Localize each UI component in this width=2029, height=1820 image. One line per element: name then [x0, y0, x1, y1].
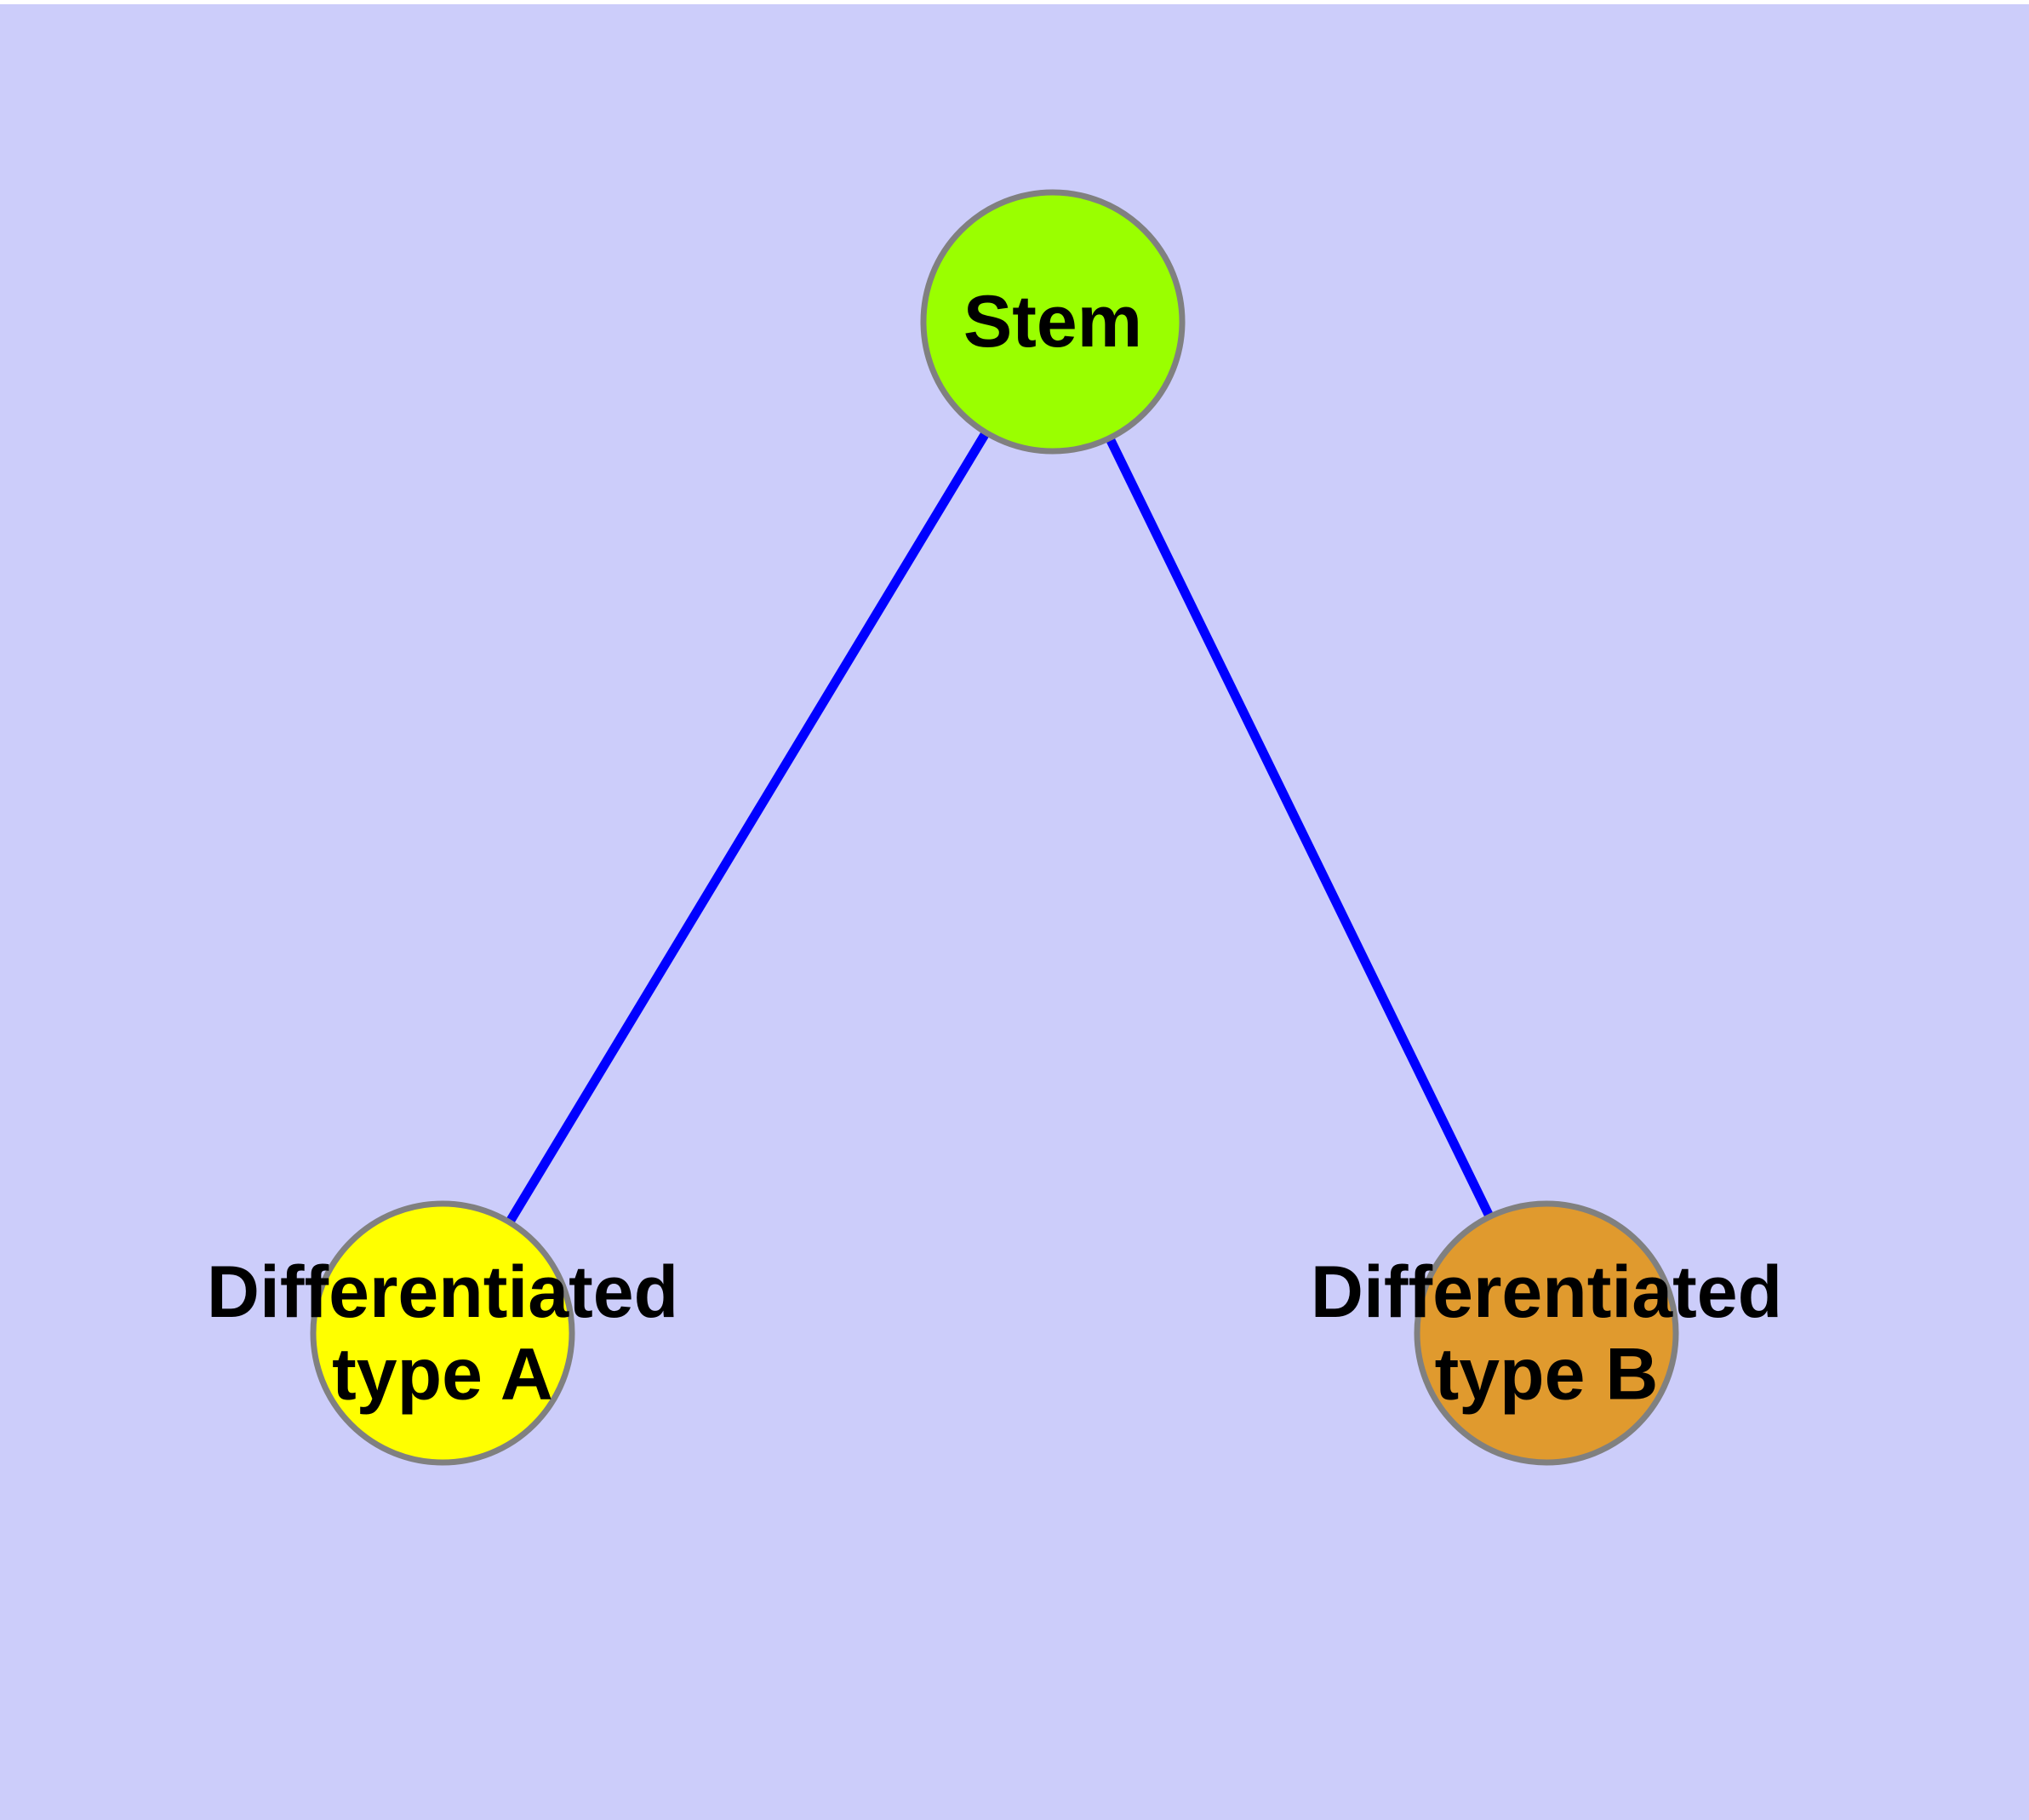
node-diff-b-label-line2: type B — [1435, 1334, 1659, 1416]
node-diff-a-label-line1: Differentiated — [207, 1251, 678, 1333]
node-diff-a[interactable]: Differentiated type A — [207, 1200, 678, 1466]
node-stem-circle[interactable] — [920, 189, 1186, 455]
node-diff-b-label-line1: Differentiated — [1311, 1251, 1782, 1333]
edge-layer — [438, 319, 1551, 1336]
node-layer: Stem Differentiated type A Differentiate… — [207, 189, 1782, 1466]
node-diff-b[interactable]: Differentiated type B — [1311, 1200, 1782, 1466]
node-diff-a-circle[interactable] — [310, 1200, 575, 1466]
node-diff-a-label-line2: type A — [332, 1334, 553, 1416]
node-stem-label-line1: Stem — [963, 281, 1142, 363]
node-diff-b-circle[interactable] — [1414, 1200, 1679, 1466]
node-stem[interactable]: Stem — [920, 189, 1186, 455]
edge-stem-to-diff-a — [438, 319, 1057, 1336]
edge-stem-to-diff-b — [1049, 319, 1551, 1336]
